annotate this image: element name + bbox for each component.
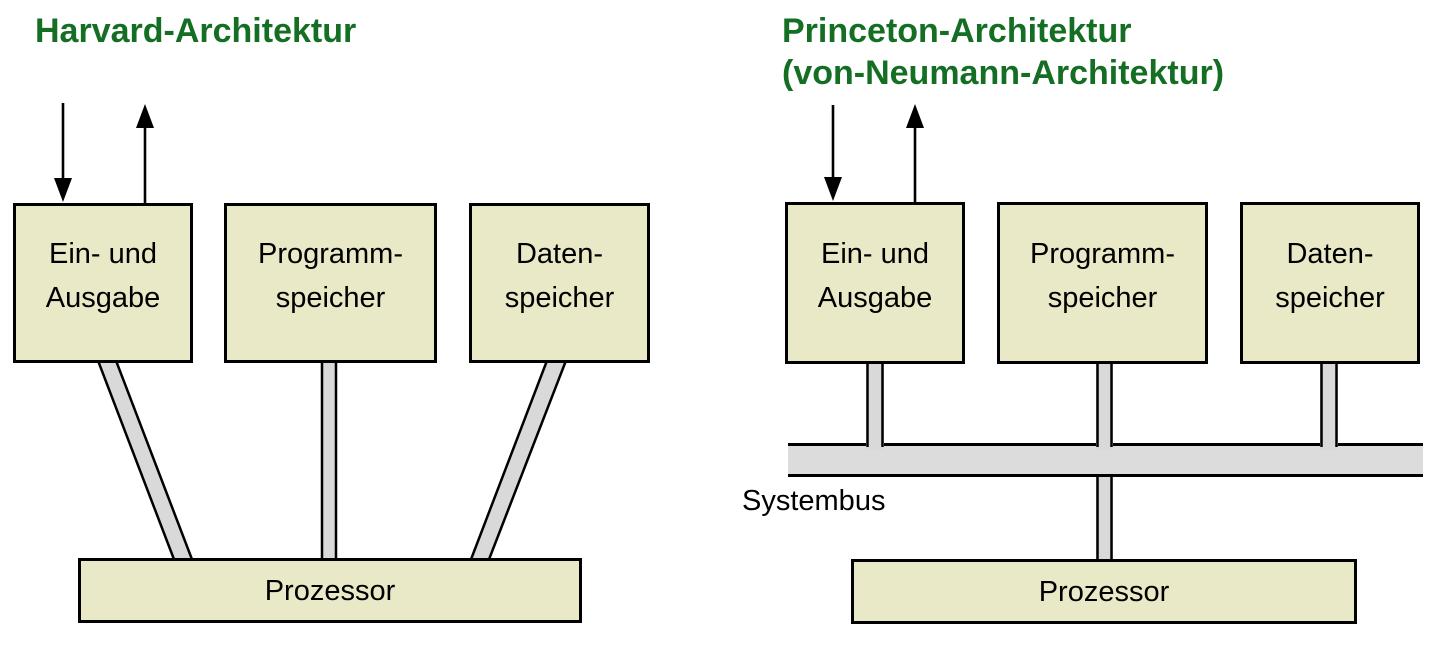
harvard-data-label-line1: Daten- bbox=[515, 238, 604, 270]
princeton-io-box: Ein- und Ausgabe bbox=[785, 202, 965, 364]
princeton-title-line1: Princeton-Architektur bbox=[782, 12, 1132, 50]
harvard-processor-box: Prozessor bbox=[78, 558, 582, 623]
princeton-title-line2: (von-Neumann-Architektur) bbox=[782, 54, 1225, 92]
princeton-program-label-line1: Programm- bbox=[1029, 238, 1175, 270]
princeton-data-label-line2: speicher bbox=[1275, 282, 1385, 314]
harvard-program-label-line1: Programm- bbox=[257, 238, 403, 270]
princeton-input-arrow-icon bbox=[824, 105, 842, 201]
harvard-input-arrow-icon bbox=[54, 103, 72, 202]
princeton-io-label-line2: Ausgabe bbox=[817, 282, 933, 314]
harvard-title-text: Harvard-Architektur bbox=[35, 12, 357, 50]
harvard-io-box: Ein- und Ausgabe bbox=[13, 203, 193, 363]
princeton-io-bus-connector bbox=[866, 360, 884, 450]
harvard-data-memory-box: Daten- speicher bbox=[469, 203, 650, 363]
princeton-program-memory-box: Programm- speicher bbox=[997, 202, 1208, 364]
princeton-data-bus-connector bbox=[1320, 360, 1338, 450]
princeton-io-label-line1: Ein- und bbox=[820, 238, 929, 270]
princeton-data-label-line1: Daten- bbox=[1286, 238, 1374, 270]
princeton-title: Princeton-Architektur (von-Neumann-Archi… bbox=[782, 10, 1224, 94]
princeton-program-label-line2: speicher bbox=[1047, 282, 1158, 314]
princeton-output-arrow-icon bbox=[906, 104, 924, 202]
harvard-program-processor-connector bbox=[320, 356, 338, 564]
harvard-title: Harvard-Architektur bbox=[35, 10, 356, 52]
princeton-data-memory-box: Daten- speicher bbox=[1240, 202, 1420, 364]
systembus-label: Systembus bbox=[742, 485, 886, 517]
harvard-data-label-line2: speicher bbox=[504, 282, 615, 314]
harvard-output-arrow-icon bbox=[136, 104, 154, 203]
harvard-data-processor-connector bbox=[468, 356, 569, 564]
harvard-io-label-line2: Ausgabe bbox=[45, 282, 161, 314]
princeton-program-bus-connector bbox=[1096, 360, 1113, 450]
harvard-io-label-line1: Ein- und bbox=[48, 238, 157, 270]
harvard-io-processor-connector bbox=[95, 356, 195, 564]
princeton-bus-processor-connector bbox=[1096, 470, 1113, 562]
princeton-processor-label: Prozessor bbox=[1038, 575, 1170, 608]
harvard-processor-label: Prozessor bbox=[264, 574, 396, 607]
princeton-processor-box: Prozessor bbox=[851, 559, 1357, 624]
harvard-program-label-line2: speicher bbox=[275, 282, 386, 314]
harvard-program-memory-box: Programm- speicher bbox=[224, 203, 437, 363]
